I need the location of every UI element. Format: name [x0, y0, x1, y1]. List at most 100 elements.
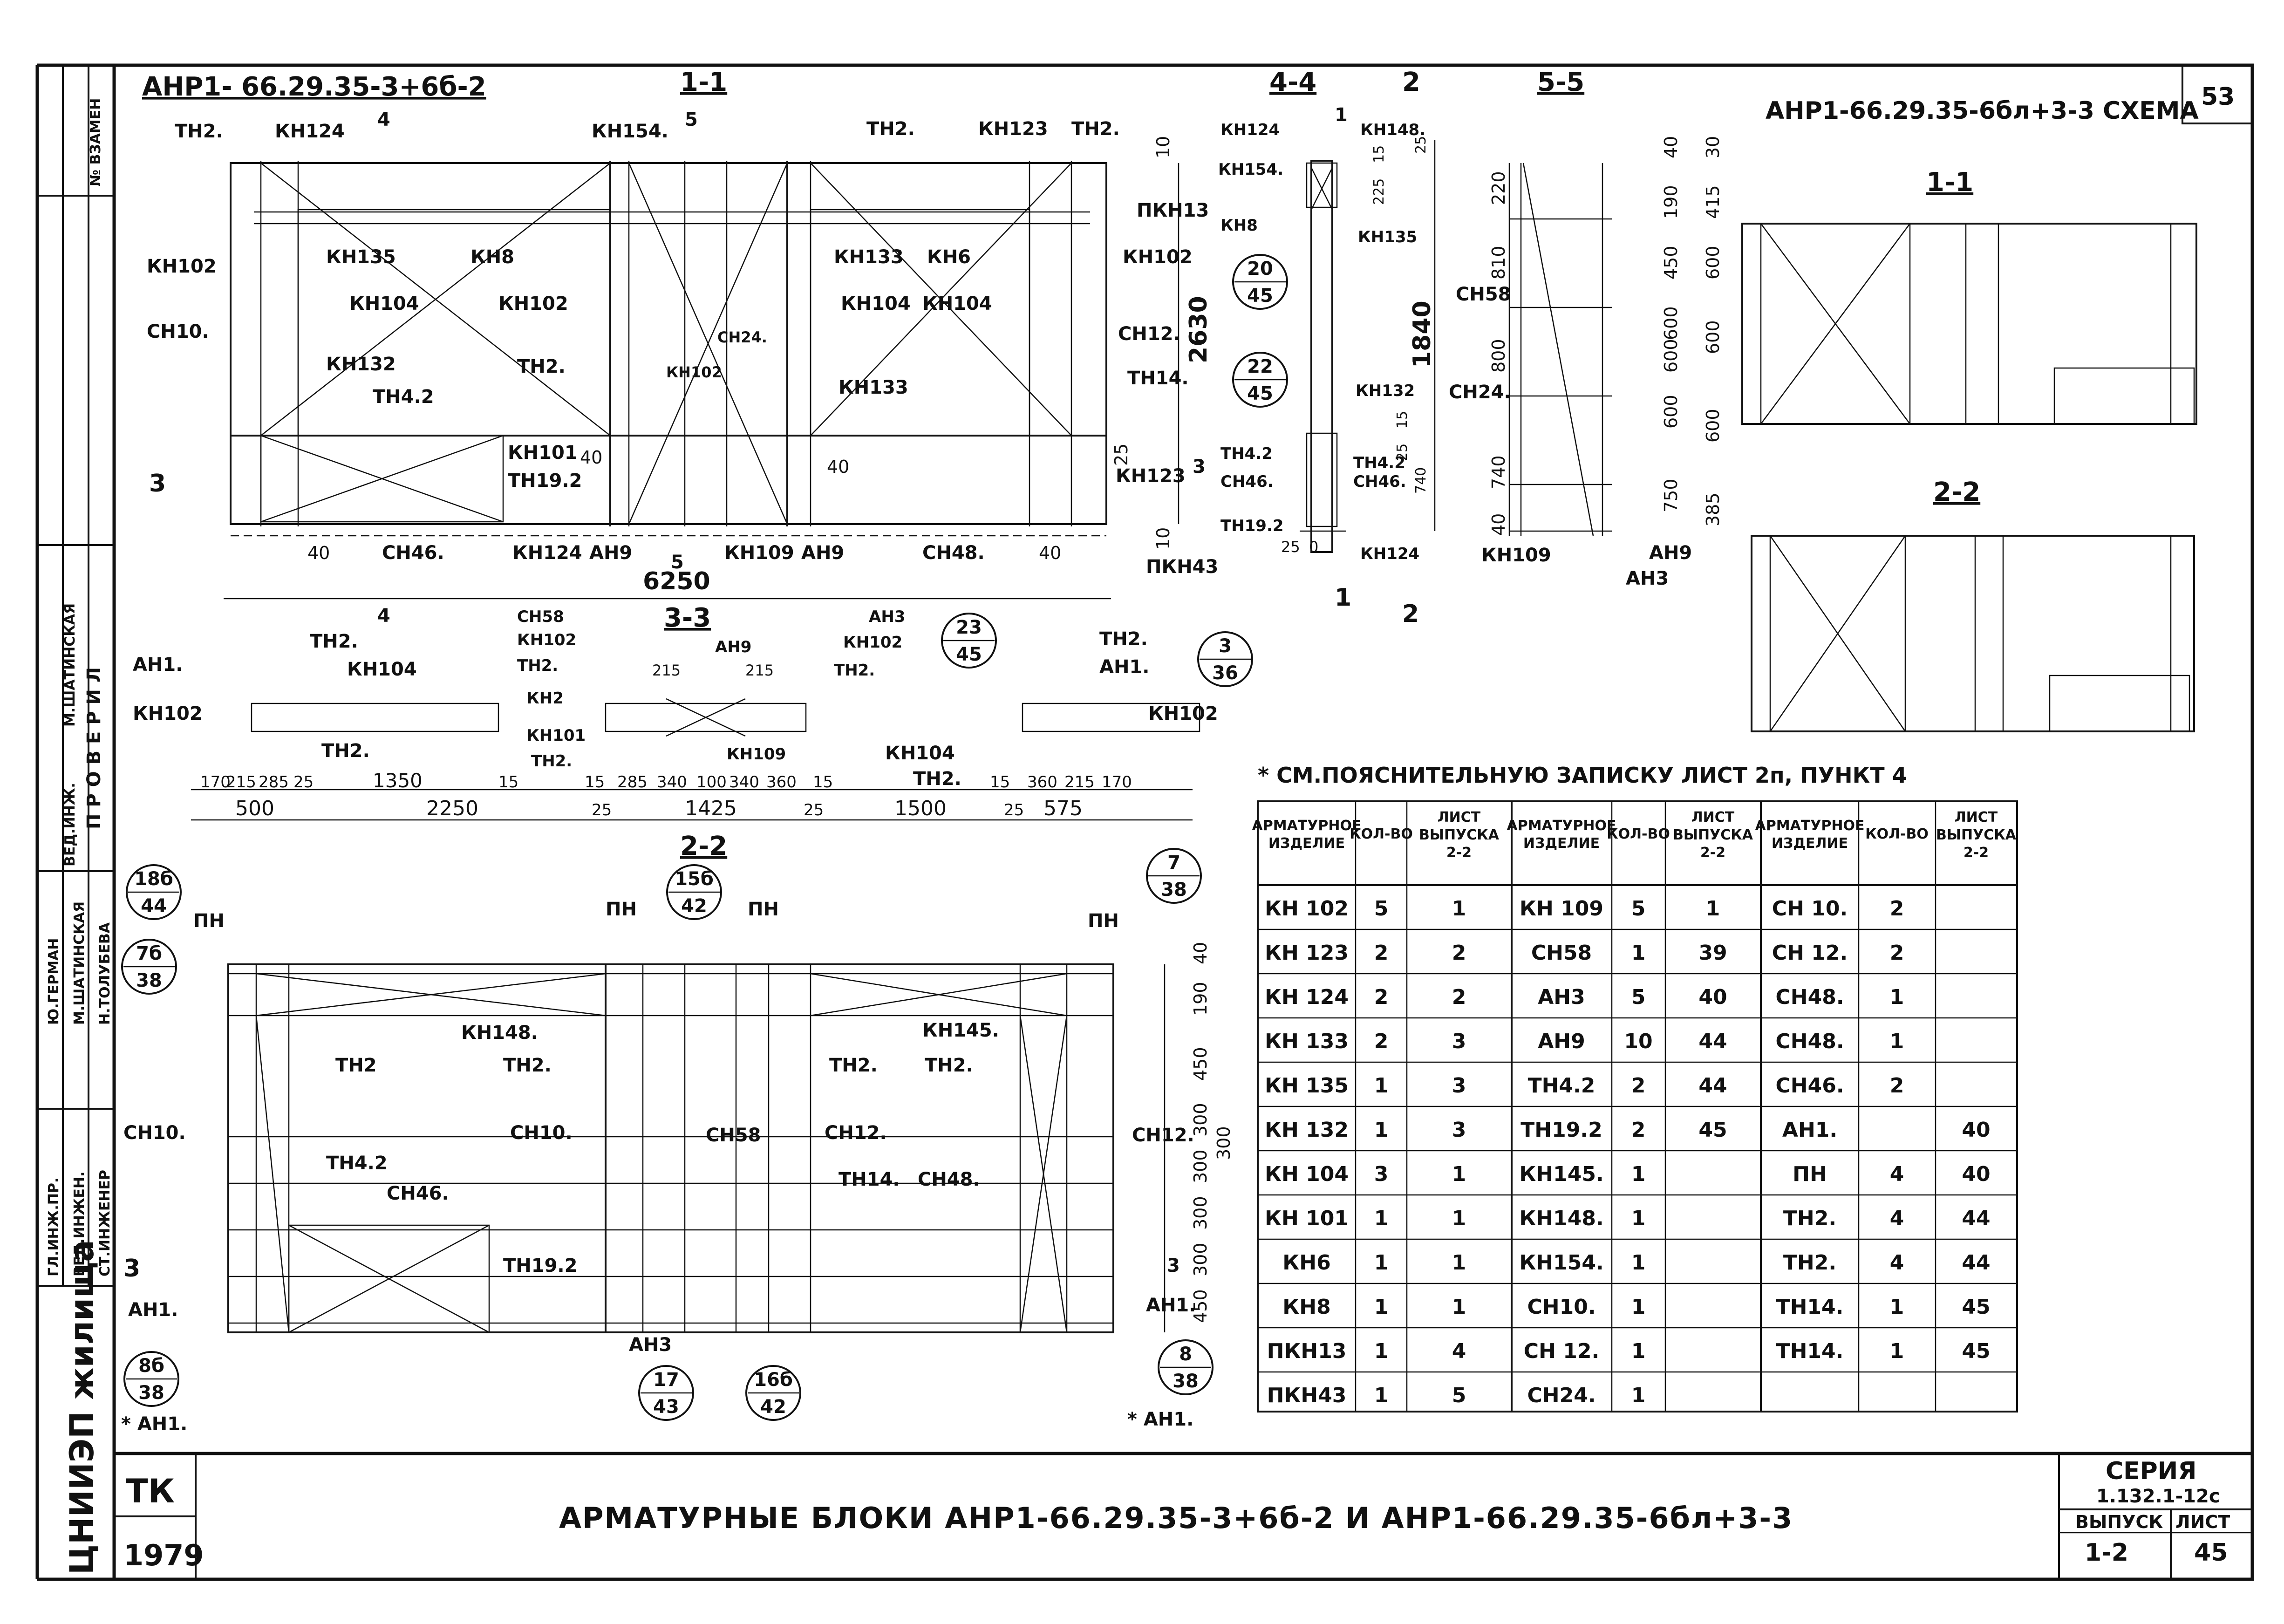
s33-ah3: АН3	[869, 607, 905, 626]
lbl-kh132: КН132	[326, 354, 396, 375]
s33-ch58: СН58	[517, 607, 564, 626]
callout-8b-38-top: 8б	[138, 1355, 164, 1377]
s55-right-dim-3: 600	[1703, 246, 1723, 280]
stamp-vypusk-value: 1-2	[2085, 1539, 2128, 1567]
s55-ah9: АН9	[1649, 542, 1692, 564]
s44-ch46-b: СН46.	[1353, 472, 1406, 491]
s22-ch58: СН58	[706, 1125, 761, 1146]
section-3-3	[191, 698, 1200, 821]
s55-mid-dim-7: 750	[1661, 478, 1681, 512]
lbl-4-top: 4	[377, 109, 390, 130]
callout-3-36: 336	[1197, 631, 1253, 687]
callout-15b-42-bottom: 42	[681, 895, 707, 917]
s55-kh109: КН109	[1481, 545, 1551, 566]
lbl-kh123: КН123	[978, 118, 1048, 140]
dim-25: 25	[1111, 444, 1132, 466]
stamp-seria-value: 1.132.1-12с	[2096, 1486, 2220, 1507]
table-cell: 3	[1452, 1118, 1466, 1142]
table-cell: ПКН43	[1267, 1384, 1347, 1407]
s55-left-dim-4: 740	[1488, 455, 1509, 489]
callout-20-45-bottom: 45	[1247, 285, 1273, 307]
table-cell: 1	[1374, 1384, 1389, 1407]
s33-r1-3: 25	[293, 773, 314, 792]
sheet-frame	[112, 63, 2254, 1581]
s55-ah3: АН3	[1626, 568, 1669, 589]
table-cell: КН 123	[1265, 941, 1349, 965]
dim-40-c: 40	[307, 543, 330, 563]
s44-d15b: 15	[1394, 411, 1411, 429]
table-cell: 45	[1962, 1339, 1990, 1363]
lbl-4-bottom: 4	[377, 605, 390, 627]
table-cell: КН145.	[1519, 1162, 1603, 1186]
lbl-ch10: СН10.	[147, 321, 209, 342]
table-cell: 44	[1698, 1074, 1727, 1098]
s33-kh109: КН109	[727, 745, 786, 764]
table-cell: КН6	[1282, 1251, 1330, 1275]
s55-left-dim-2: 810	[1488, 246, 1509, 280]
s55-ch24: СН24.	[1449, 382, 1511, 403]
lbl-kh104-c: КН104	[922, 293, 992, 314]
lbl-kh124-b: КН124	[512, 542, 582, 564]
s22-kh148: КН148.	[461, 1022, 538, 1044]
s44-ch46-a: СН46.	[1220, 472, 1274, 491]
lbl-kh101: КН101	[508, 442, 578, 464]
s33-r2-5: 1500	[894, 797, 947, 820]
lbl-kh133-b: КН133	[839, 377, 908, 398]
lbl-th2-d: ТН2.	[517, 356, 566, 377]
callout-22-45-bottom: 45	[1247, 383, 1273, 404]
s33-ah1-a: АН1.	[133, 654, 183, 676]
s22-ph-d: ПН	[1088, 910, 1119, 932]
s33-r1-8: 340	[657, 773, 687, 792]
lbl-kh102-a: КН102	[147, 256, 217, 277]
s44-n2b: 2	[1402, 600, 1419, 628]
table-cell: 1	[1890, 1339, 1904, 1363]
s22-ph-c: ПН	[748, 899, 779, 920]
s55-mid-dim-1: 40	[1661, 136, 1681, 158]
s33-r1-5: 15	[498, 773, 518, 792]
lbl-ch48: СН48.	[922, 542, 985, 564]
callout-8b-38-bottom: 38	[138, 1382, 164, 1404]
s33-r1-4: 1350	[373, 769, 423, 792]
s44-d25: 25	[1413, 136, 1429, 154]
s22-ch12-a: СН12.	[825, 1122, 887, 1144]
dim-40-d: 40	[1039, 543, 1061, 563]
table-cell: КН 133	[1265, 1030, 1349, 1053]
lbl-5-top: 5	[685, 109, 698, 130]
table-cell: 1	[1631, 1295, 1646, 1319]
table-cell: КН 109	[1520, 897, 1603, 921]
s33-d215-a: 215	[652, 662, 681, 679]
table-cell: 2	[1374, 941, 1389, 965]
table-cell: КН154.	[1519, 1251, 1603, 1275]
s55-right-dim-6: 385	[1703, 492, 1723, 526]
s44-kh135: КН135	[1358, 228, 1417, 246]
lbl-3-left: 3	[149, 470, 166, 498]
s55-left-dim-1: 220	[1488, 171, 1509, 205]
table-cell: 1	[1374, 1207, 1389, 1230]
table-header-cell: КОЛ-ВО	[1607, 826, 1670, 842]
callout-7b-38-bottom: 38	[136, 970, 162, 991]
s22-rdim-5: 300	[1190, 1149, 1211, 1183]
dim-10-a: 10	[1153, 136, 1173, 158]
table-cell: 1	[1452, 897, 1466, 921]
s44-th192: ТН19.2	[1220, 517, 1284, 535]
table-cell: 44	[1962, 1251, 1990, 1275]
table-cell: 2	[1890, 1074, 1904, 1098]
table-cell: АН3	[1538, 985, 1585, 1009]
year-1979: 1979	[123, 1538, 204, 1572]
s33-ah1-b: АН1.	[1099, 656, 1149, 678]
s44-d225: 225	[1371, 178, 1387, 205]
s44-kh124: КН124	[1220, 121, 1280, 139]
lbl-kh124-a: КН124	[275, 121, 345, 142]
table-header-cell: КОЛ-ВО	[1865, 826, 1929, 842]
s44-th42-a: ТН4.2	[1220, 444, 1273, 463]
s33-r1-13: 15	[990, 773, 1010, 792]
callout-7b-38-top: 7б	[136, 943, 162, 964]
table-cell: КН 104	[1265, 1162, 1349, 1186]
s22-ph-b: ПН	[606, 899, 637, 920]
